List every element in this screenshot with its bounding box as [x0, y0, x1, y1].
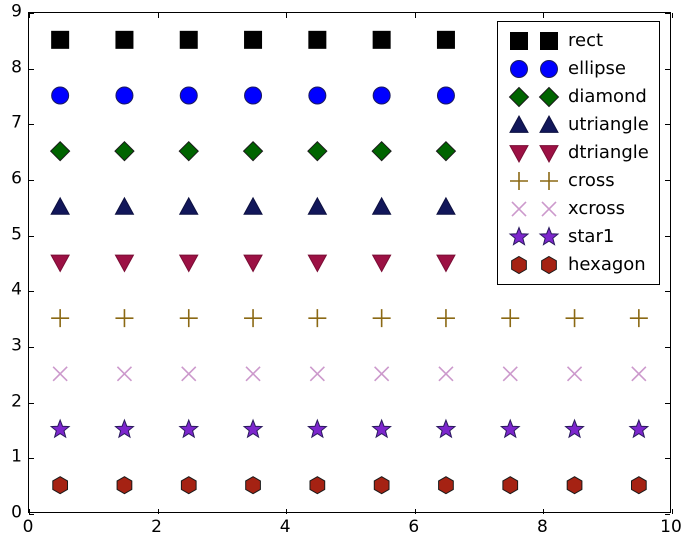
legend-marker-diamond [504, 83, 534, 111]
legend-label-diamond: diamond [568, 86, 647, 107]
legend-marker-star1 [534, 223, 564, 251]
legend-marker-ellipse [504, 55, 534, 83]
legend-label-cross: cross [568, 170, 615, 191]
x-tick-mark [157, 509, 159, 514]
y-tick-mark [29, 514, 34, 515]
legend-label-hexagon: hexagon [568, 254, 646, 275]
legend-item-ellipse[interactable]: ellipse [504, 55, 653, 83]
legend-marker-dtriangle [534, 139, 564, 167]
legend-label-utriangle: utriangle [568, 114, 649, 135]
y-tick-mark-right [665, 235, 670, 237]
y-tick-label: 2 [11, 391, 22, 412]
x-tick-mark-top [543, 13, 545, 18]
legend-marker-cross [504, 167, 534, 195]
y-tick-label: 7 [11, 112, 22, 133]
y-tick-mark-right [665, 458, 670, 460]
x-tick-label: 0 [22, 517, 34, 537]
legend-marker-hexagon [534, 251, 564, 279]
x-tick-label: 4 [279, 517, 291, 537]
legend-label-dtriangle: dtriangle [568, 142, 649, 163]
x-tick-mark [29, 509, 30, 514]
y-tick-mark [29, 13, 34, 14]
legend-marker-utriangle [534, 111, 564, 139]
x-tick-mark [543, 509, 545, 514]
x-tick-mark [414, 509, 416, 514]
y-tick-label: 4 [11, 279, 22, 300]
legend-marker-utriangle [504, 111, 534, 139]
y-tick-label: 5 [11, 224, 22, 245]
legend-marker-dtriangle [504, 139, 534, 167]
y-tick-mark [29, 402, 34, 404]
y-tick-mark [29, 291, 34, 293]
legend-item-xcross[interactable]: xcross [504, 195, 653, 223]
y-tick-mark-right [665, 402, 670, 404]
legend-marker-rect [504, 27, 534, 55]
legend-marker-diamond [534, 83, 564, 111]
legend-label-rect: rect [568, 30, 604, 51]
legend-marker-hexagon [504, 251, 534, 279]
y-tick-mark [29, 68, 34, 70]
legend-marker-star1 [504, 223, 534, 251]
x-tick-mark-top [672, 13, 673, 18]
y-tick-mark [29, 347, 34, 348]
y-tick-mark-right [665, 180, 670, 181]
legend-item-cross[interactable]: cross [504, 167, 653, 195]
x-tick-mark-top [414, 13, 416, 18]
y-tick-mark [29, 235, 34, 237]
x-tick-label: 2 [151, 517, 163, 537]
legend-label-ellipse: ellipse [568, 58, 626, 79]
legend-item-dtriangle[interactable]: dtriangle [504, 139, 653, 167]
y-tick-label: 3 [11, 335, 22, 356]
x-tick-mark [672, 509, 673, 514]
legend-item-hexagon[interactable]: hexagon [504, 251, 653, 279]
x-tick-mark-top [157, 13, 159, 18]
x-tick-label: 10 [660, 517, 682, 537]
legend-marker-rect [534, 27, 564, 55]
legend-marker-ellipse [534, 55, 564, 83]
y-tick-mark-right [665, 291, 670, 293]
x-tick-mark-top [29, 13, 30, 18]
x-tick-label: 8 [536, 517, 548, 537]
y-tick-label: 8 [11, 57, 22, 78]
x-tick-mark [286, 509, 288, 514]
y-tick-mark [29, 180, 34, 181]
y-tick-mark-right [665, 347, 670, 348]
y-tick-mark-right [665, 124, 670, 126]
legend-item-utriangle[interactable]: utriangle [504, 111, 653, 139]
y-tick-mark [29, 458, 34, 460]
y-tick-mark [29, 124, 34, 126]
legend-item-diamond[interactable]: diamond [504, 83, 653, 111]
legend-item-rect[interactable]: rect [504, 27, 653, 55]
legend-label-star1: star1 [568, 226, 615, 247]
y-tick-mark-right [665, 514, 670, 515]
legend-item-star1[interactable]: star1 [504, 223, 653, 251]
legend-label-xcross: xcross [568, 198, 626, 219]
y-tick-mark-right [665, 68, 670, 70]
x-tick-label: 6 [408, 517, 420, 537]
y-tick-label: 0 [11, 502, 22, 523]
legend-marker-cross [534, 167, 564, 195]
x-tick-mark-top [286, 13, 288, 18]
legend-marker-xcross [534, 195, 564, 223]
y-tick-label: 1 [11, 446, 22, 467]
legend[interactable]: rect ellipse diamond utriangle dtriangle cros… [497, 21, 660, 285]
y-tick-label: 9 [11, 1, 22, 22]
y-tick-mark-right [665, 13, 670, 14]
y-tick-label: 6 [11, 168, 22, 189]
legend-marker-xcross [504, 195, 534, 223]
